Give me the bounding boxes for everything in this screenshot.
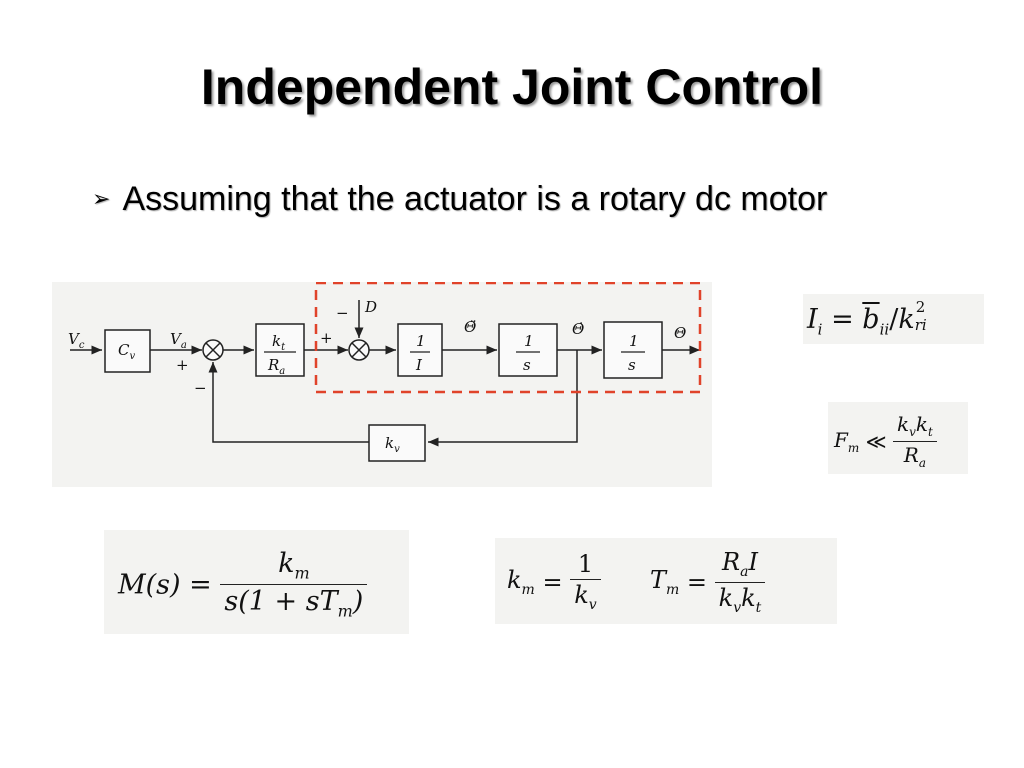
ra-label: Ra [267, 356, 285, 377]
tm-fraction: RaI kvkt [714, 550, 766, 615]
motor-parameters: km = 1 kv Tm = RaI kvkt [495, 538, 837, 624]
kv-block [368, 424, 426, 462]
plus-sign-2: + [320, 329, 333, 347]
block-diagram-svg: Vc Va + − Cv kt Ra + − D 1 I Θ̈ 1 s Θ̇ 1… [68, 281, 702, 462]
transfer-fraction: km s(1 + sTm) [220, 550, 368, 620]
much-less-than-sign: ≪ [865, 429, 887, 454]
block-diagram: Vc Va + − Cv kt Ra + − D 1 I Θ̈ 1 s Θ̇ 1… [52, 281, 712, 487]
integrator-1-denominator: s [523, 356, 531, 374]
kr-symbol: k [898, 304, 915, 335]
b-symbol: b [862, 304, 880, 335]
va-label: Va [170, 330, 187, 351]
inertia-numerator: 1 [416, 332, 426, 350]
minus-sign-2: − [336, 304, 349, 322]
km-fraction: 1 kv [570, 552, 601, 612]
cv-block [104, 329, 151, 373]
friction-condition: Fm ≪ kvkt Ra [828, 402, 968, 474]
bullet-item: ➢ Assuming that the actuator is a rotary … [92, 180, 827, 219]
theta-ddot-label: Θ̈ [464, 318, 476, 336]
velocity-feedback-line [428, 350, 578, 447]
equals-sign: = [189, 569, 212, 601]
slash: / [889, 304, 899, 335]
integrator-2-denominator: s [628, 356, 636, 374]
fm-symbol: Fm [834, 427, 860, 455]
kt-ra-block [255, 323, 305, 377]
feedback-return-line [208, 362, 369, 443]
kt-label: kt [272, 332, 286, 353]
slide-title: Independent Joint Control [200, 59, 824, 115]
kv-label: kv [385, 434, 400, 455]
kr-subscript: ri [914, 316, 927, 334]
minus-sign-1: − [194, 379, 207, 397]
inertia-symbol: I [807, 304, 818, 335]
integrator-1-numerator: 1 [524, 332, 534, 350]
inertia-subscript: i [817, 320, 823, 339]
plus-sign-1: + [176, 356, 189, 374]
theta-dot-label: Θ̇ [572, 320, 584, 338]
arrow-bullet-icon: ➢ [92, 186, 111, 211]
kr-superscript: 2 [915, 298, 926, 316]
input-label: Vc [68, 330, 85, 351]
inertia-block [397, 323, 443, 377]
equals-sign: = [831, 304, 854, 335]
tm-symbol: Tm [649, 565, 680, 598]
friction-fraction: kvkt Ra [892, 414, 937, 469]
m-of-s: M(s) [118, 569, 181, 601]
bullet-text: Assuming that the actuator is a rotary d… [122, 180, 828, 218]
integrator-2-numerator: 1 [629, 332, 639, 350]
theta-output-label: Θ [674, 324, 686, 342]
equals-sign-2: = [686, 568, 708, 597]
cv-label: Cv [118, 341, 135, 362]
dashed-highlight-box [314, 281, 702, 394]
b-subscript: ii [879, 320, 890, 339]
transfer-function: M(s) = km s(1 + sTm) [104, 530, 409, 634]
equals-sign: = [542, 568, 563, 597]
km-symbol: km [507, 565, 535, 598]
disturbance-label: D [364, 298, 377, 316]
inertia-denominator: I [415, 356, 423, 374]
